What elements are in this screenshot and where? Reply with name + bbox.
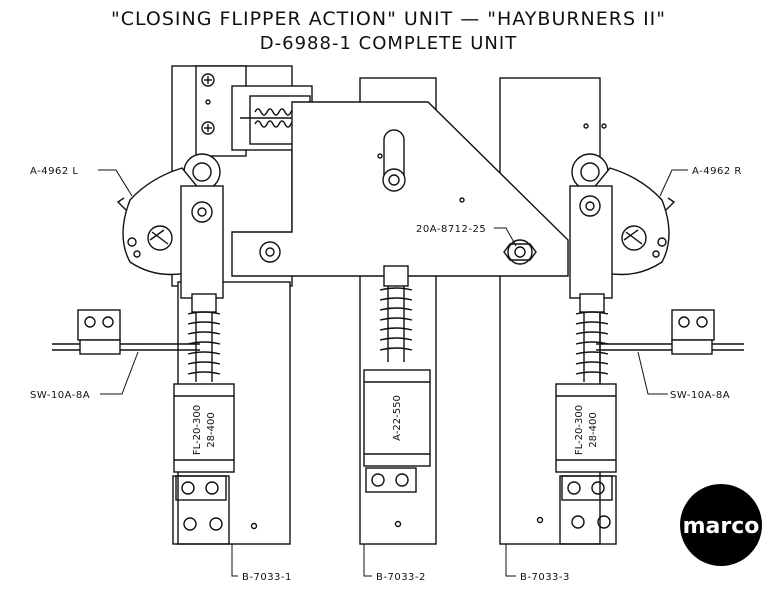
label-switch-left: SW-10A-8A: [30, 390, 90, 401]
logo-text: marco: [683, 514, 760, 539]
diagram-title: "CLOSING FLIPPER ACTION" UNIT — "HAYBURN…: [110, 8, 667, 30]
plunger-spring-right: [575, 293, 609, 382]
coil-right-label-2: 28-400: [588, 412, 599, 447]
plunger-spring-center: [379, 265, 413, 362]
coil-left: [173, 383, 235, 473]
coil-left-label-2: 28-400: [206, 412, 217, 447]
coil-center-label: A-22-550: [392, 395, 403, 441]
coil-lugs: [175, 123, 613, 531]
eos-switch-right: [596, 309, 744, 355]
marco-logo: marco: [680, 484, 762, 566]
coil-center: [363, 369, 431, 467]
link-plate: [231, 101, 569, 277]
label-switch-right: SW-10A-8A: [670, 390, 730, 401]
flipper-mechanism-right: [569, 153, 676, 299]
label-a-4962-l: A-4962 L: [30, 166, 78, 177]
label-b-7033-3: B-7033-3: [520, 572, 570, 583]
flipper-mechanism-left: [116, 153, 224, 299]
coil-left-label-1: FL-20-300: [192, 405, 203, 455]
diagram-subtitle: D-6988-1 COMPLETE UNIT: [259, 33, 518, 54]
label-20a-8712-25: 20A-8712-25: [416, 224, 486, 235]
leader-lines: [98, 169, 688, 577]
plunger-spring-left: [187, 293, 221, 382]
coil-right-label-1: FL-20-300: [574, 405, 585, 455]
label-a-4962-r: A-4962 R: [692, 166, 742, 177]
label-b-7033-1: B-7033-1: [242, 572, 292, 583]
label-b-7033-2: B-7033-2: [376, 572, 426, 583]
coil-right: [555, 383, 617, 473]
eos-switch-left: [52, 309, 200, 355]
